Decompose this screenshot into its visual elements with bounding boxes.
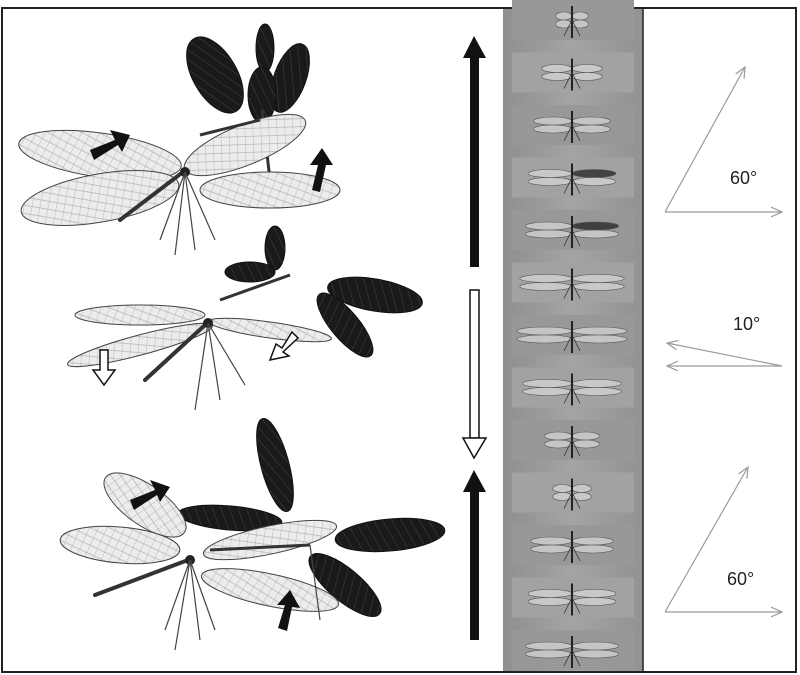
photo-frame-wing	[553, 485, 572, 493]
photo-frame	[512, 420, 634, 460]
photo-frame-wing	[517, 335, 572, 343]
photo-frame-wing	[525, 642, 572, 650]
upstroke-arrow-bottom-shaft	[470, 490, 479, 640]
photo-frame-wing	[572, 275, 624, 283]
photo-frame-wing	[556, 20, 573, 28]
photo-frame-wing	[528, 178, 572, 186]
photo-frame-wing	[545, 440, 573, 448]
photo-frame-wing	[572, 327, 627, 335]
photo-frame-wing	[528, 170, 572, 178]
photo-frame-wing	[542, 65, 572, 73]
angle-label-bottom: 60°	[727, 569, 754, 589]
photo-frame	[512, 263, 634, 303]
photo-frame-wing	[572, 65, 602, 73]
angle-label-top: 60°	[730, 168, 757, 188]
photo-frame	[512, 630, 634, 670]
angle-label-middle: 10°	[733, 314, 760, 334]
photo-frame-wing	[528, 590, 572, 598]
photo-frame	[512, 315, 634, 355]
photo-frame-wing	[545, 432, 573, 440]
photo-frame-wing	[572, 432, 600, 440]
photo-frame-wing	[572, 73, 602, 81]
photo-frame	[512, 105, 634, 145]
photo-frame-wing	[572, 380, 622, 388]
photo-frame-wing	[572, 650, 619, 658]
photo-frame-wing	[572, 493, 591, 501]
photo-frame-wing	[572, 537, 613, 545]
photo-frame-wing	[572, 283, 624, 291]
light-wing	[75, 305, 205, 325]
photo-sequence-strip	[503, 0, 643, 671]
photo-frame-wing	[572, 170, 616, 178]
photo-frame-wing	[572, 335, 627, 343]
photo-frame-wing	[572, 117, 611, 125]
dark-wing	[256, 24, 274, 72]
photo-frame-wing	[572, 440, 600, 448]
photo-frame	[512, 53, 634, 93]
photo-frame-wing	[525, 650, 572, 658]
photo-frame-wing	[572, 545, 613, 553]
photo-frame-wing	[520, 275, 572, 283]
photo-frame-wing	[525, 222, 572, 230]
photo-frame-wing	[523, 388, 573, 396]
photo-frame-wing	[572, 598, 616, 606]
photo-frame-wing	[572, 178, 616, 186]
photo-frame-wing	[572, 590, 616, 598]
photo-frame-wing	[572, 222, 619, 230]
photo-frame-wing	[525, 230, 572, 238]
photo-frame-wing	[542, 73, 572, 81]
photo-frame	[512, 210, 634, 250]
photo-frame-wing	[520, 283, 572, 291]
photo-frame	[512, 368, 634, 408]
photo-frame-wing	[531, 545, 572, 553]
photo-frame-wing	[553, 493, 572, 501]
photo-frame-wing	[572, 230, 619, 238]
photo-frame	[512, 525, 634, 565]
dark-wing	[225, 262, 275, 282]
photo-frame-wing	[572, 642, 619, 650]
photo-frame-wing	[523, 380, 573, 388]
photo-frame-wing	[572, 12, 589, 20]
photo-frame-wing	[534, 125, 573, 133]
photo-frame-wing	[528, 598, 572, 606]
photo-frame	[512, 578, 634, 618]
photo-frame-wing	[517, 327, 572, 335]
photo-frame-wing	[556, 12, 573, 20]
upstroke-arrow-top-shaft	[470, 55, 479, 267]
photo-frame-wing	[572, 485, 591, 493]
photo-frame-wing	[572, 125, 611, 133]
photo-frame-wing	[572, 20, 589, 28]
photo-frame	[512, 0, 634, 40]
photo-frame	[512, 473, 634, 513]
dark-wing	[265, 226, 285, 270]
photo-frame-wing	[572, 388, 622, 396]
photo-frame-wing	[534, 117, 573, 125]
photo-frame-wing	[531, 537, 572, 545]
photo-frame	[512, 158, 634, 198]
downstroke-arrow-shaft	[470, 290, 479, 438]
